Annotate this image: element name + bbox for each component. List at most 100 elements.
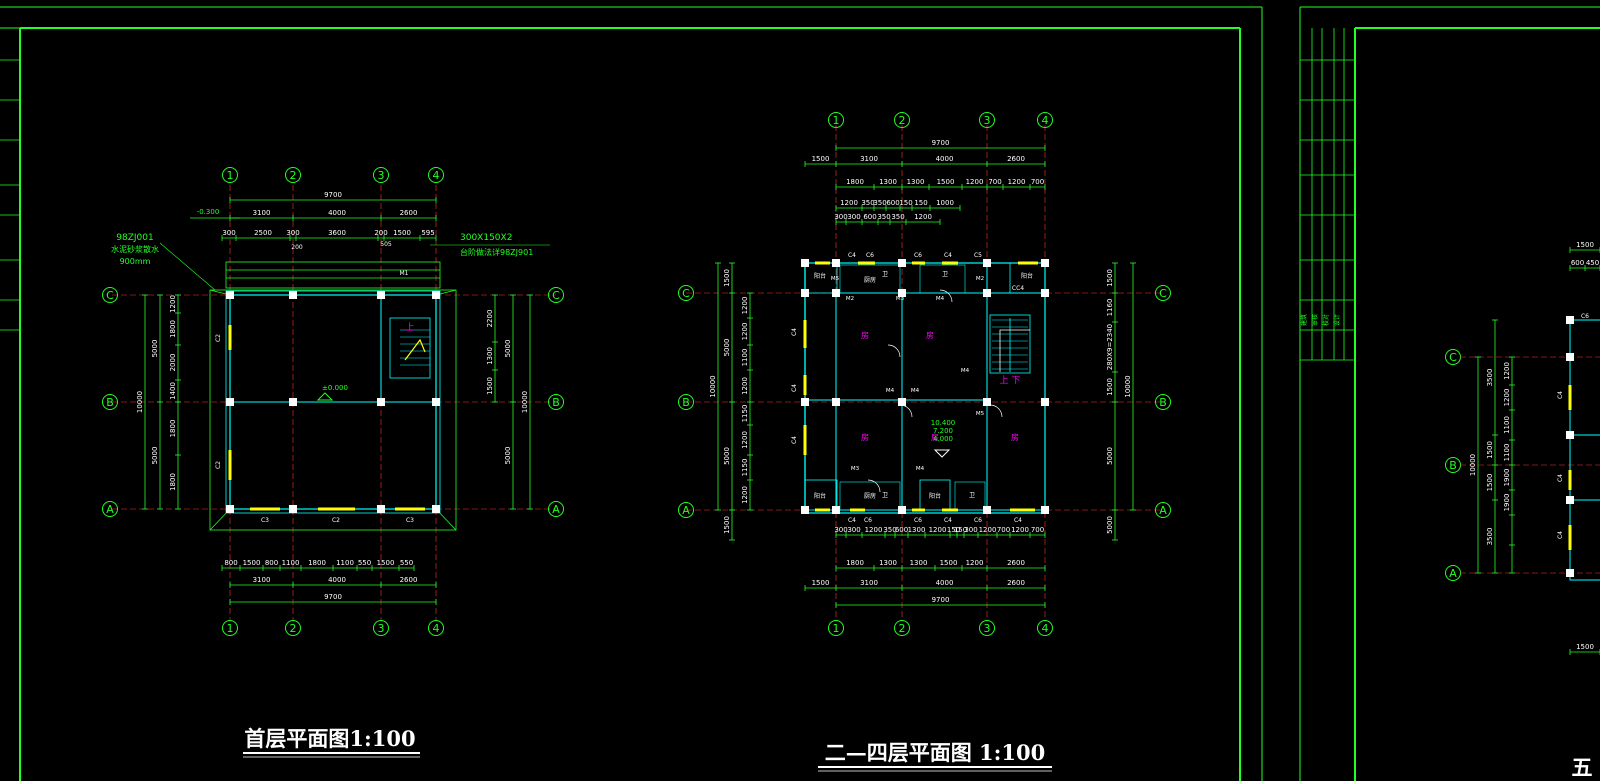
axis-bubble-right-circle <box>1155 394 1171 410</box>
window-label: C6 <box>974 517 982 524</box>
dimension-label: 700 <box>1031 178 1044 186</box>
dimension-label: 5000 <box>1106 447 1114 465</box>
axis-bubble-bottom-circle <box>222 620 238 636</box>
dimension-label: 1300 <box>879 178 897 186</box>
dimension-label: 505 <box>380 241 392 248</box>
dimension-label: 1800 <box>169 320 177 338</box>
dimension-label: 1200 <box>741 486 749 504</box>
dimension-label: 1100 <box>282 559 300 567</box>
dimension-label: 1200 <box>840 199 858 207</box>
axis-bubble-right-circle <box>548 394 564 410</box>
dimension-label: 5000 <box>151 447 159 465</box>
room-label: 房 <box>861 432 869 442</box>
window-label: C4 <box>1557 474 1564 482</box>
dimension-label: 1500 <box>940 559 958 567</box>
kitchen-label: 厨房 <box>864 276 876 284</box>
window-label: C3 <box>261 517 269 524</box>
axis-bubble-bottom: 2 <box>290 622 297 635</box>
dimension-label: 1500 <box>723 269 731 287</box>
window-label: C4 <box>1014 517 1022 524</box>
column <box>1041 289 1049 297</box>
window-label: C4 <box>791 384 798 392</box>
dimension-label: 1900 <box>1503 469 1511 487</box>
note-standard: 98ZJ001 <box>116 233 153 243</box>
column <box>832 398 840 406</box>
column <box>832 259 840 267</box>
dimension-label: 450 <box>1586 259 1599 267</box>
dimension-label: 1500 <box>377 559 395 567</box>
dimension-label: 550 <box>358 559 371 567</box>
dimension-label: 2500 <box>254 229 272 237</box>
axis-bubble-top: 2 <box>290 169 297 182</box>
dimension-label: 1500 <box>1106 269 1114 287</box>
dimension-label: 1800 <box>169 420 177 438</box>
dimension-label: 300 <box>847 526 860 534</box>
stair-up-label: 上 <box>405 322 414 333</box>
dimension-label: 700 <box>988 178 1001 186</box>
dimension-label: 2200 <box>486 310 494 328</box>
axis-bubble-left-circle <box>678 502 694 518</box>
floor-level: 10.400 <box>931 419 956 427</box>
door-label: M3 <box>851 466 860 472</box>
dimension-label: 1500 <box>1486 441 1494 459</box>
dimension-label: 1500 <box>1576 241 1594 249</box>
axis-bubble-left-circle <box>102 287 118 303</box>
axis-bubble-bottom: 3 <box>378 622 385 635</box>
window-label: C4 <box>944 252 952 259</box>
dimension-label: 600 <box>1571 259 1584 267</box>
dimension-label: 1100 <box>336 559 354 567</box>
balcony-label: 阳台 <box>929 492 941 500</box>
dimension-label: 1160 <box>1106 299 1114 317</box>
dimension-label: 1200 <box>741 377 749 395</box>
dimension-label: 9700 <box>932 596 950 604</box>
axis-bubble-left-circle <box>102 501 118 517</box>
dimension-label: 1200 <box>169 295 177 313</box>
axis-bubble-right: B <box>1159 396 1167 409</box>
dimension-label: 1200 <box>741 297 749 315</box>
dimension-label: 550 <box>400 559 413 567</box>
axis-bubble-top-circle <box>285 167 301 183</box>
window-label: C2 <box>215 461 222 469</box>
axis-bubble-bottom: 4 <box>433 622 440 635</box>
column <box>377 398 385 406</box>
exterior-wall <box>804 262 1046 514</box>
dimension-label: 300 <box>964 526 977 534</box>
kitchen-label: 厨房 <box>864 492 876 500</box>
dimension-label: 1200 <box>966 559 984 567</box>
dimension-label: 1300 <box>486 347 494 365</box>
door-label: M5 <box>831 276 840 282</box>
axis-bubble-top-circle <box>222 167 238 183</box>
dimension-label: 2000 <box>169 354 177 372</box>
toilet-label: 卫 <box>882 271 888 278</box>
column <box>983 398 991 406</box>
dimension-label: 10000 <box>521 391 529 413</box>
kitchen <box>839 481 901 511</box>
axis-bubble-bottom-circle <box>428 620 444 636</box>
dimension-label: 595 <box>421 229 434 237</box>
dimension-label: 1200 <box>1008 178 1026 186</box>
axis-bubble-right: A <box>552 503 560 516</box>
dimension-label: 9700 <box>324 191 342 199</box>
dimension-label: 1150 <box>741 459 749 477</box>
window-label: C4 <box>1557 531 1564 539</box>
dimension-label: 1500 <box>243 559 261 567</box>
dimension-label: 300 <box>834 526 847 534</box>
dimension-label: 600 <box>886 199 899 207</box>
floor-level: 7.200 <box>933 427 953 435</box>
title-block-label: 建筑 <box>1300 314 1308 326</box>
window-label: C3 <box>406 517 414 524</box>
axis-bubble-top-circle <box>373 167 389 183</box>
dimension-label: 350 <box>877 213 890 221</box>
dimension-label: 3500 <box>1486 528 1494 546</box>
dimension-label: 1200 <box>1503 362 1511 380</box>
column <box>1566 316 1574 324</box>
toilet <box>954 481 986 511</box>
dimension-label: 10000 <box>709 375 717 397</box>
axis-bubble-left-circle <box>678 394 694 410</box>
dimension-label: 1500 <box>723 516 731 534</box>
axis-bubble-bottom-circle <box>285 620 301 636</box>
door-label: M2 <box>976 276 984 282</box>
axis-bubble-top: 1 <box>227 169 234 182</box>
column <box>226 505 234 513</box>
